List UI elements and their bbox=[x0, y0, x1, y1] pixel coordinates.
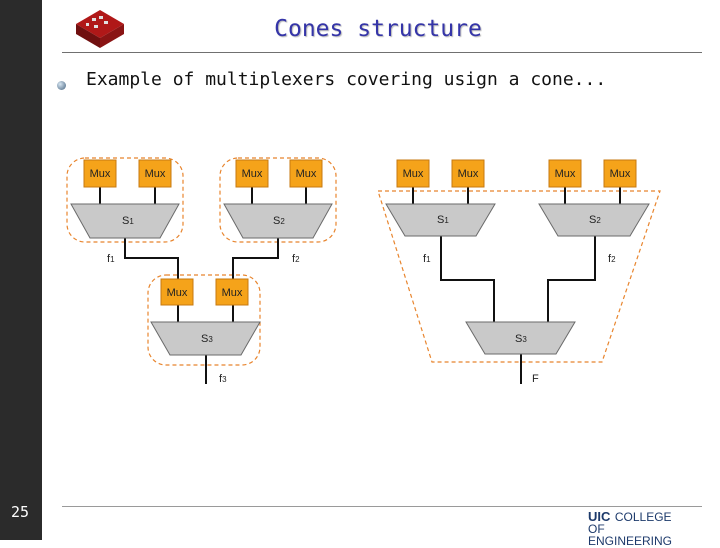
right-s1-label: S1 bbox=[437, 214, 449, 226]
bullet-icon bbox=[57, 81, 66, 90]
slide-title: Cones structure bbox=[274, 16, 482, 42]
right-s3-label: S3 bbox=[515, 333, 527, 345]
left-sidebar-bar bbox=[0, 0, 42, 540]
bullet-text: Example of multiplexers covering usign a… bbox=[86, 69, 607, 90]
left-mux-group bbox=[83, 159, 323, 306]
right-f1-label: f1 bbox=[423, 253, 431, 265]
right-cone-outline bbox=[377, 190, 661, 363]
left-selector-s3 bbox=[150, 321, 261, 356]
uic-text: UIC bbox=[588, 509, 611, 524]
left-s2-label: S2 bbox=[273, 215, 285, 227]
mux-label: Mux bbox=[242, 168, 263, 180]
slide-number: 25 bbox=[10, 503, 30, 521]
mux-label: Mux bbox=[403, 168, 424, 180]
right-selector-s2 bbox=[538, 203, 650, 237]
right-selector-s3 bbox=[465, 321, 576, 355]
right-mux-group bbox=[396, 159, 637, 188]
mux-label: Mux bbox=[555, 168, 576, 180]
mux-label: Mux bbox=[222, 287, 243, 299]
left-selector-s2 bbox=[223, 203, 333, 239]
left-f3-label: f3 bbox=[219, 373, 227, 385]
mux-label: Mux bbox=[610, 168, 631, 180]
left-s1-label: S1 bbox=[122, 215, 134, 227]
mux-label: Mux bbox=[296, 168, 317, 180]
mux-label: Mux bbox=[167, 287, 188, 299]
footer-divider bbox=[62, 506, 702, 507]
chip-logo-icon bbox=[76, 10, 124, 48]
right-out-label: F bbox=[532, 373, 539, 385]
right-f2-label: f2 bbox=[608, 253, 616, 265]
title-divider bbox=[62, 52, 702, 53]
left-s3-label: S3 bbox=[201, 333, 213, 345]
mux-label: Mux bbox=[458, 168, 479, 180]
mux-label: Mux bbox=[145, 168, 166, 180]
right-selector-s1 bbox=[385, 203, 496, 237]
mux-label: Mux bbox=[90, 168, 111, 180]
left-cone-outline-3 bbox=[147, 274, 261, 366]
right-s2-label: S2 bbox=[589, 214, 601, 226]
engineering-text: ENGINEERING bbox=[588, 534, 673, 548]
left-selector-s1 bbox=[70, 203, 180, 239]
uic-college-logo: UIC COLLEGE OF ENGINEERING bbox=[588, 509, 688, 547]
left-f1-label: f1 bbox=[107, 253, 115, 265]
college-text: COLLEGE OF bbox=[588, 510, 672, 536]
left-f2-label: f2 bbox=[292, 253, 300, 265]
